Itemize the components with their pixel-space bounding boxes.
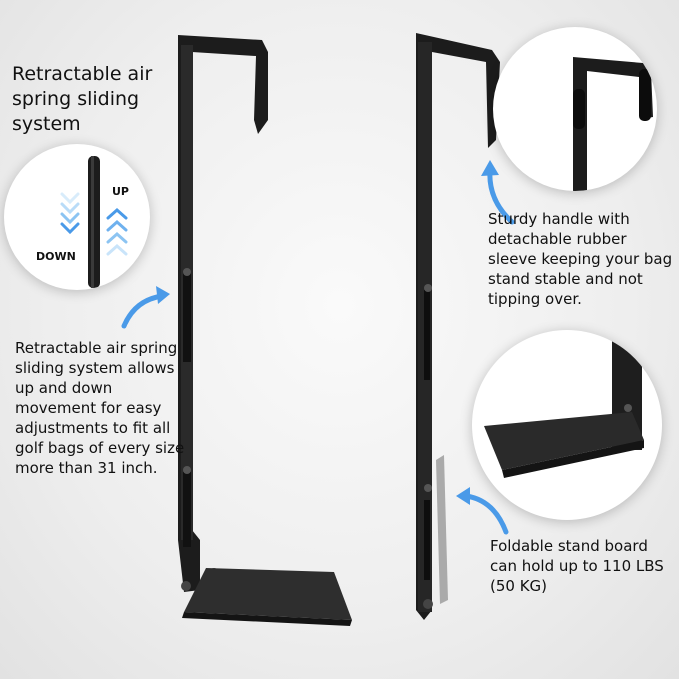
down-label: DOWN xyxy=(36,250,76,263)
pointer-arrow-handle xyxy=(481,160,515,225)
spring-detail-circle: UP DOWN xyxy=(4,144,150,290)
handle-description: Sturdy handle with detachable rubber sle… xyxy=(488,210,673,308)
board-description: Foldable stand board can hold up to 110 … xyxy=(490,537,664,595)
board-detail-image xyxy=(484,340,644,478)
pointer-arrow-left xyxy=(121,286,170,329)
spring-detail-image xyxy=(60,156,128,288)
stand-right-frame xyxy=(416,33,500,620)
spring-description: Retractable air spring sliding system al… xyxy=(15,339,185,477)
feature-title: Retractable air spring sliding system xyxy=(12,63,153,135)
pointer-arrow-board xyxy=(456,487,509,535)
down-chevrons-icon xyxy=(60,192,80,235)
up-label: UP xyxy=(112,185,129,198)
board-detail-circle xyxy=(472,330,662,520)
stand-left-frame xyxy=(178,35,352,626)
up-chevrons-icon xyxy=(106,207,128,256)
handle-detail-circle xyxy=(493,27,657,191)
handle-detail-image xyxy=(573,57,653,191)
